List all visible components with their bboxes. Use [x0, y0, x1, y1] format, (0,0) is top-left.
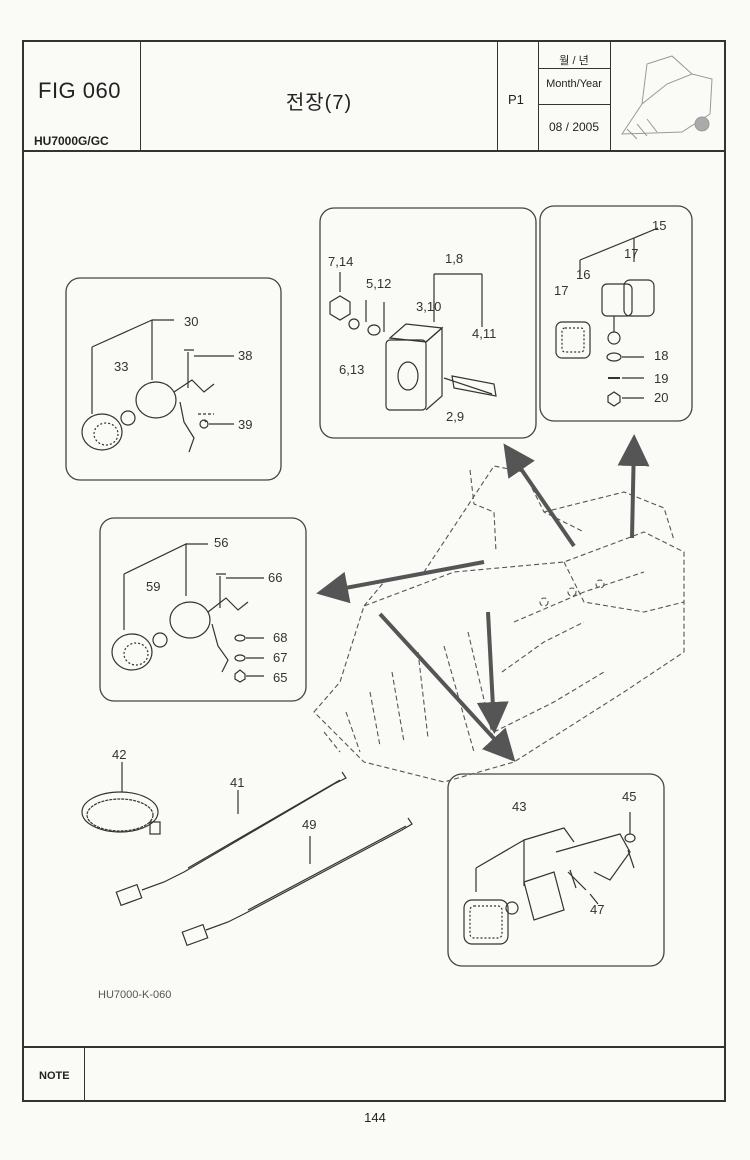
callout-42: 42: [112, 747, 126, 762]
note-section: [22, 1046, 726, 1102]
page-title: 전장(7): [285, 92, 353, 114]
band-clamp-42: [81, 762, 161, 835]
month-year-label-ko: 월 / 년: [559, 55, 589, 67]
callout-19: 19: [654, 371, 668, 386]
callout-33: 33: [114, 359, 128, 374]
harness-41: [115, 771, 347, 907]
callout-18: 18: [654, 348, 668, 363]
callout-1-8: 1,8: [445, 251, 463, 266]
callout-30: 30: [184, 314, 198, 329]
callout-66: 66: [268, 570, 282, 585]
work-lamp-assembly: [329, 272, 497, 411]
callout-67: 67: [273, 650, 287, 665]
callout-17-left: 17: [554, 283, 568, 298]
callout-6-13: 6,13: [339, 362, 364, 377]
model-code: HU7000G/GC: [34, 134, 109, 148]
month-year-value: 08 / 2005: [548, 120, 600, 134]
callout-2-9: 2,9: [446, 409, 464, 424]
callout-68: 68: [273, 630, 287, 645]
panel-side-lamp: [539, 205, 693, 422]
page-label: P1: [508, 92, 524, 107]
callout-17-right: 17: [624, 246, 638, 261]
callout-20: 20: [654, 390, 668, 405]
month-year-label-en: Month/Year: [546, 78, 602, 90]
callout-47: 47: [590, 902, 604, 917]
callout-38: 38: [238, 348, 252, 363]
callout-65: 65: [273, 670, 287, 685]
panel-work-lamp: [319, 207, 537, 439]
page-number: 144: [364, 1110, 386, 1125]
side-marker-assembly: [555, 227, 659, 407]
callout-4-11: 4,11: [472, 326, 496, 341]
callout-43: 43: [512, 799, 526, 814]
callout-41: 41: [230, 775, 244, 790]
panel-rear-lamp: [65, 277, 282, 481]
note-label: NOTE: [39, 1070, 70, 1082]
header-bar: [22, 40, 726, 152]
callout-15: 15: [652, 218, 666, 233]
page-frame: [22, 40, 726, 1102]
panel-turn-lamp: [99, 517, 307, 702]
callout-3-10: 3,10: [416, 299, 441, 314]
callout-45: 45: [622, 789, 636, 804]
callout-59: 59: [146, 579, 160, 594]
combine-harvester-outline: [313, 465, 685, 783]
machine-thumbnail: [621, 55, 713, 140]
head-lamp-assembly: [463, 812, 636, 945]
callout-5-12: 5,12: [366, 276, 391, 291]
callout-7-14: 7,14: [328, 254, 353, 269]
callout-39: 39: [238, 417, 252, 432]
callout-arrows: [316, 434, 650, 762]
turn-lamp-assembly: [111, 543, 264, 683]
harness-49: [181, 817, 413, 947]
panel-head-lamp: [447, 773, 665, 967]
drawing-code: HU7000-K-060: [98, 989, 171, 1001]
figure-number: FIG 060: [38, 78, 121, 103]
rear-lamp-assembly: [81, 319, 234, 453]
callout-49: 49: [302, 817, 316, 832]
callout-16: 16: [576, 267, 590, 282]
parts-diagram: 30 33 38 39 7,14 1,8 5,12 3,10 4,11 6,13…: [65, 205, 693, 1001]
callout-56: 56: [214, 535, 228, 550]
